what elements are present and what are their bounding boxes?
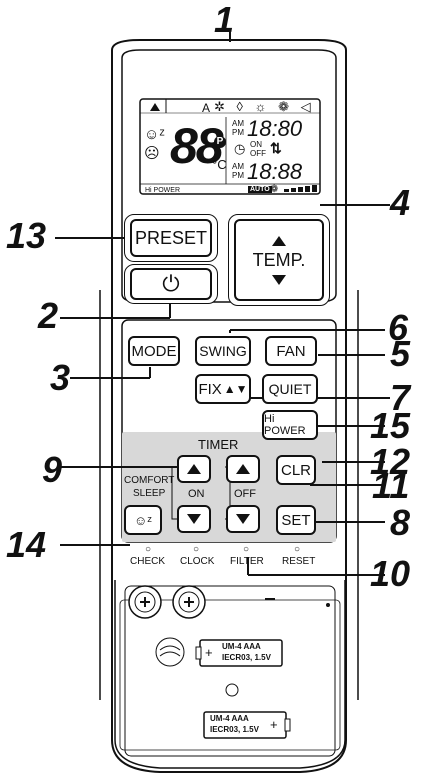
quiet-button[interactable]: QUIET [262, 374, 318, 404]
callout-13: 13 [6, 215, 47, 256]
display-on: ON [250, 140, 262, 149]
callout-5: 5 [390, 333, 411, 374]
battery-bottom-label-1: UM-4 AAA [210, 714, 249, 723]
timer-title: TIMER [198, 437, 239, 452]
comfort-face-icon: ☹ [144, 145, 160, 162]
timer-off-up-button[interactable] [226, 455, 260, 483]
battery-bottom-label-2: IECR03, 1.5V [210, 725, 259, 734]
callout-15: 15 [370, 405, 411, 446]
callout-2: 2 [38, 295, 59, 336]
hipower-button[interactable]: Hi POWER [262, 410, 318, 440]
display-mode-icons: ✲ ◊ ☼ ❁ ◁ [214, 99, 315, 114]
display-off: OFF [250, 149, 266, 158]
mode-button[interactable]: MODE [128, 336, 180, 366]
comfort-sleep-icon: ☺ᶻ [134, 512, 152, 528]
set-label: SET [281, 511, 311, 529]
timer-off-label: OFF [234, 488, 256, 500]
sleep-face-icon: ☺ᶻ [144, 126, 165, 143]
power-icon: ⏻ [162, 271, 180, 296]
temp-down-icon[interactable] [272, 274, 286, 285]
timer-on-label: ON [188, 488, 205, 500]
sleep-label: SLEEP [133, 488, 166, 499]
display-triangle-icon [150, 103, 160, 111]
battery-bottom-plus-icon: + [270, 717, 278, 732]
check-lamp-icon: ○ [145, 544, 152, 555]
callout-8: 8 [390, 502, 411, 543]
battery-top-label-2: IECR03, 1.5V [222, 653, 271, 662]
clr-label: CLR [280, 461, 311, 479]
callout-9: 9 [42, 449, 63, 490]
swing-label: SWING [199, 343, 247, 359]
display-am-bottom: AM [232, 162, 244, 171]
display-clock-bottom: 18:88 [247, 159, 303, 184]
preset-label: PRESET [134, 227, 208, 248]
callout-10: 10 [370, 553, 411, 594]
display-mode-a: A [202, 101, 211, 115]
display-pm-top: PM [232, 128, 244, 137]
fan-label: FAN [276, 342, 306, 360]
fix-button[interactable]: FIX ▲▼ [195, 374, 251, 404]
temp-label: TEMP. [252, 249, 306, 270]
display-hipower: Hi POWER [145, 187, 180, 194]
temp-up-icon[interactable] [272, 235, 286, 246]
mode-label: MODE [131, 342, 177, 360]
filter-label: FILTER [230, 556, 264, 567]
filter-lamp-icon: ○ [243, 544, 250, 555]
callout-7: 7 [390, 377, 411, 418]
hipower-label: Hi POWER [264, 413, 306, 437]
callout-6: 6 [388, 307, 409, 348]
clr-button[interactable]: CLR [276, 455, 316, 485]
callout-11: 11 [372, 465, 410, 506]
power-button[interactable]: ⏻ [130, 268, 212, 300]
display-fan-icon: ❁ [270, 184, 279, 195]
callout-3: 3 [50, 357, 71, 398]
timer-clock-icon: ◷ [234, 141, 246, 156]
battery-top-label-1: UM-4 AAA [222, 642, 261, 651]
temp-button[interactable]: TEMP. [234, 219, 324, 301]
battery-compartment [114, 580, 346, 769]
comfort-label: COMFORT [124, 475, 175, 486]
callout-12: 12 [370, 441, 411, 482]
display-pm-bottom: PM [232, 171, 244, 180]
preset-button[interactable]: PRESET [130, 219, 212, 257]
fix-updown-icon: ▲▼ [223, 382, 248, 396]
display-auto: AUTO [248, 186, 272, 193]
clock-label: CLOCK [180, 556, 215, 567]
check-label: CHECK [130, 556, 166, 567]
reset-label: RESET [282, 556, 316, 567]
fan-button[interactable]: FAN [265, 336, 317, 366]
timer-off-up-icon [236, 464, 250, 474]
timer-on-down-icon [187, 514, 201, 524]
timer-on-down-button[interactable] [177, 505, 211, 533]
display-clock-top: 18:80 [247, 116, 303, 141]
callout-1: 1 [214, 0, 235, 40]
timer-on-up-icon [187, 464, 201, 474]
fix-label: FIX [198, 380, 222, 398]
reset-lamp-icon: ○ [294, 544, 301, 555]
display-p-symbol: P [214, 136, 226, 148]
display-am-top: AM [232, 119, 244, 128]
set-button[interactable]: SET [276, 505, 316, 535]
timer-off-down-icon [236, 514, 250, 524]
swing-button[interactable]: SWING [195, 336, 251, 366]
timer-off-down-button[interactable] [226, 505, 260, 533]
quiet-label: QUIET [268, 381, 312, 397]
callout-14: 14 [6, 524, 47, 565]
battery-top-plus-icon: + [205, 645, 213, 660]
clock-lamp-icon: ○ [193, 544, 200, 555]
display-celsius: °C [212, 157, 227, 172]
callout-4: 4 [390, 182, 411, 223]
comfort-sleep-button[interactable]: ☺ᶻ [124, 505, 162, 535]
updown-arrows-icon: ⇅ [270, 140, 282, 156]
lcd-window [139, 98, 321, 195]
timer-on-up-button[interactable] [177, 455, 211, 483]
